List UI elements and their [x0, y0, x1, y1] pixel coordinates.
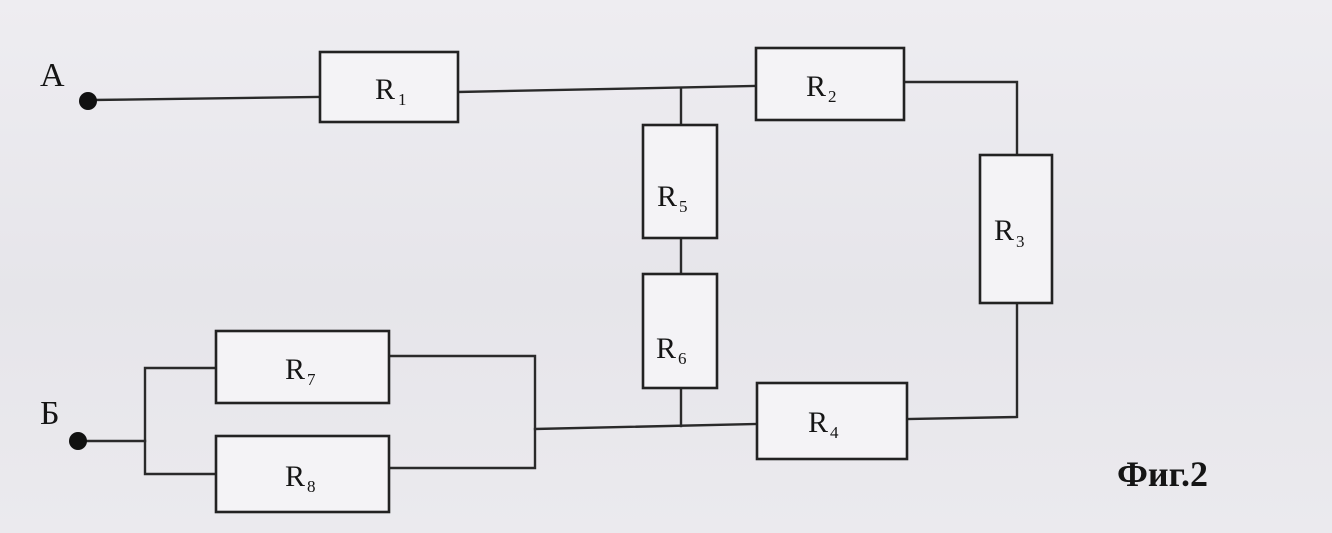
resistor-r5: R 5 [641, 123, 719, 240]
resistor-r4: R 4 [755, 381, 909, 461]
figure-label: Фиг.2 [1117, 454, 1208, 494]
resistor-r7-label: R [285, 353, 305, 386]
resistor-r1: R 1 [318, 50, 460, 124]
resistor-r3: R 3 [978, 153, 1054, 305]
resistor-r2-subscript: 2 [828, 87, 837, 106]
resistor-r8-body [214, 434, 391, 514]
resistor-r6-body [641, 272, 719, 390]
wire-bus-r4 [533, 422, 759, 431]
resistor-r7-subscript: 7 [307, 370, 316, 389]
terminal-b: Б [40, 395, 87, 450]
resistor-r5-body [641, 123, 719, 240]
resistor-r6-subscript: 6 [678, 349, 687, 368]
wire-a-r1 [90, 95, 320, 102]
resistor-r8-label: R [285, 460, 305, 493]
resistor-r7: R 7 [214, 329, 391, 405]
resistor-r6: R 6 [641, 272, 719, 390]
resistor-r4-body [755, 381, 909, 461]
terminal-b-label: Б [40, 395, 60, 432]
terminal-a-label: A [40, 57, 65, 94]
resistor-r8: R 8 [214, 434, 391, 514]
terminal-a: A [40, 57, 97, 110]
resistor-r1-label: R [375, 73, 395, 106]
wire-r1-r2 [456, 84, 756, 94]
terminal-a-dot [79, 92, 97, 110]
resistor-r4-subscript: 4 [830, 423, 839, 442]
terminal-b-dot [69, 432, 87, 450]
resistor-r2: R 2 [754, 46, 906, 122]
resistor-r3-label: R [994, 214, 1014, 247]
resistor-r2-label: R [806, 70, 826, 103]
resistor-r5-label: R [657, 180, 677, 213]
wire-r3-r4 [905, 301, 1019, 421]
resistor-r5-subscript: 5 [679, 197, 688, 216]
wire-r7-left [143, 366, 218, 476]
resistor-r1-body [318, 50, 460, 124]
resistor-r3-subscript: 3 [1016, 232, 1025, 251]
wires [76, 80, 1019, 476]
resistor-r6-label: R [656, 332, 676, 365]
resistor-r3-body [978, 153, 1054, 305]
resistor-r2-body [754, 46, 906, 122]
resistor-r8-subscript: 8 [307, 477, 316, 496]
wire-r7-right [387, 354, 537, 470]
wire-r2-r3 [902, 80, 1019, 157]
resistor-r7-body [214, 329, 391, 405]
resistor-r1-subscript: 1 [398, 90, 407, 109]
resistor-r4-label: R [808, 406, 828, 439]
